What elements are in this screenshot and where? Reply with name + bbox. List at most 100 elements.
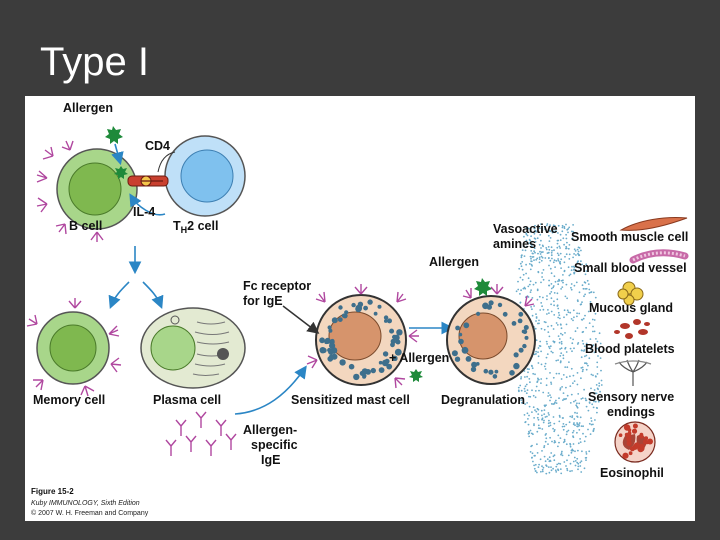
mediator-dot <box>533 247 536 250</box>
granule <box>370 367 376 374</box>
memory-cell-graphic <box>36 311 110 385</box>
mediator-dot <box>592 330 594 333</box>
mediator-dot <box>558 314 561 316</box>
mediator-dot <box>561 425 564 428</box>
mediator-dot <box>572 435 574 438</box>
mediator-dot <box>585 459 587 461</box>
mediator-dot <box>536 443 538 446</box>
mediator-dot <box>540 363 543 366</box>
mediator-dot <box>568 361 570 363</box>
mediator-dot <box>581 370 584 373</box>
mediator-dot <box>558 397 560 400</box>
granule <box>455 325 460 331</box>
granule <box>383 315 389 320</box>
mediator-dot <box>548 257 550 259</box>
mediator-dot <box>598 332 601 335</box>
mediator-dot <box>580 356 583 359</box>
mediator-dot <box>575 404 578 407</box>
mediator-dot <box>534 373 536 376</box>
mediator-dot <box>536 298 539 301</box>
mediator-dot <box>563 261 566 264</box>
mediator-dot <box>529 451 532 453</box>
mediator-dot <box>557 311 560 314</box>
mediator-dot <box>559 348 561 350</box>
mediator-dot <box>574 399 577 402</box>
mediator-dot <box>585 453 588 455</box>
mediator-dot <box>534 463 537 466</box>
mediator-dot <box>543 404 546 407</box>
mediator-dot <box>591 403 594 406</box>
mediator-dot <box>553 300 555 303</box>
granule <box>639 443 645 449</box>
arrow-to-plasma-cell <box>142 281 164 309</box>
mediator-dot <box>553 402 556 405</box>
mediator-dot <box>544 440 547 443</box>
mediator-dot <box>561 286 564 288</box>
mediator-dot <box>549 267 552 270</box>
mediator-dot <box>552 285 555 287</box>
mediator-dot <box>574 250 577 252</box>
mediator-dot <box>566 241 568 244</box>
mediator-dot <box>559 468 562 470</box>
mediator-dot <box>567 311 570 314</box>
mediator-dot <box>565 313 568 316</box>
mediator-dot <box>530 250 533 252</box>
mediator-dot <box>520 254 523 257</box>
mediator-dot <box>548 345 550 348</box>
mediator-dot <box>565 223 567 226</box>
granule <box>470 366 477 373</box>
mediator-dot <box>585 326 587 329</box>
mediator-dot <box>576 372 579 374</box>
mediator-dot <box>526 375 528 378</box>
mediator-dot <box>555 465 558 468</box>
granule <box>492 374 498 379</box>
mediator-dot <box>523 387 526 390</box>
mediator-dot <box>548 414 550 416</box>
mediator-dot <box>584 288 587 290</box>
mediator-dot <box>552 427 554 430</box>
granule <box>518 347 524 353</box>
granule <box>338 305 343 310</box>
granule <box>384 358 390 364</box>
mediator-dot <box>576 343 579 345</box>
mediator-dot <box>564 255 566 258</box>
mediator-dot <box>574 450 576 453</box>
mediator-dot <box>541 450 543 452</box>
mediator-dot <box>573 284 576 287</box>
mediator-dot <box>570 318 573 320</box>
mediator-dot <box>588 450 591 453</box>
mediator-dot <box>587 409 590 412</box>
mediator-dot <box>573 400 575 403</box>
mediator-dot <box>595 384 598 386</box>
mediator-dot <box>573 232 576 235</box>
label-th2-cell: TH2 cell <box>173 219 218 235</box>
mediator-dot <box>597 400 600 403</box>
mediator-dot <box>576 406 579 409</box>
mediator-dot <box>517 389 520 392</box>
mediator-dot <box>566 366 569 369</box>
mediator-dot <box>548 419 550 422</box>
mediator-dot <box>541 418 543 421</box>
mediator-dot <box>551 440 553 443</box>
mediator-dot <box>533 250 535 253</box>
label-allergen-specific-2: specific <box>251 438 298 452</box>
mediator-dot <box>528 435 530 438</box>
mediator-dot <box>564 295 567 298</box>
mediator-dot <box>572 309 575 312</box>
crosslinked-ige <box>462 284 535 307</box>
mediator-dot <box>534 396 537 399</box>
mediator-dot <box>542 269 545 271</box>
memory-cell-antibodies <box>26 298 122 397</box>
mediator-dot <box>588 322 591 324</box>
mediator-dot <box>529 429 532 432</box>
mediator-dot <box>570 451 573 454</box>
mediator-dot <box>557 335 560 337</box>
mediator-dot <box>569 337 572 339</box>
mediator-dot <box>575 281 578 284</box>
mediator-dot <box>568 274 571 277</box>
mediator-dot <box>572 382 574 385</box>
mediator-dot <box>519 384 522 387</box>
granule <box>639 434 644 439</box>
mediator-dot <box>531 308 533 311</box>
mediator-dot <box>550 283 553 285</box>
